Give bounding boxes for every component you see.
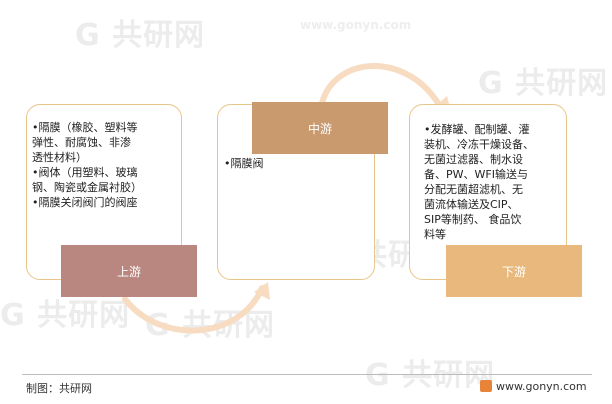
midstream-label: 中游: [252, 102, 388, 154]
upstream-item: 钢、陶瓷或金属衬胶）: [32, 181, 142, 194]
downstream-item: 分配无菌超滤机、无: [424, 183, 523, 196]
upstream-text: •隔膜（橡胶、塑料等 弹性、耐腐蚀、非渗 透性材料） •阀体（用塑料、玻璃 钢、…: [32, 120, 182, 210]
watermark-logo-left: G 共研网: [0, 298, 131, 333]
arrow-up-to-mid-head: [254, 282, 270, 300]
downstream-item: 备、PW、WFI输送与: [424, 168, 528, 181]
footer-divider: [22, 374, 592, 375]
watermark-logo-right: G 共研网: [478, 66, 609, 101]
watermark-url-top: www.gonyn.com: [300, 18, 412, 32]
midstream-item: •隔膜阀: [224, 157, 264, 170]
upstream-item: •阀体（用塑料、玻璃: [32, 166, 138, 179]
footer-source: 制图：共研网: [26, 382, 92, 395]
downstream-label: 下游: [446, 245, 582, 297]
downstream-item: •发酵罐、配制罐、灌: [424, 123, 530, 136]
upstream-item: •隔膜关闭阀门的阀座: [32, 196, 138, 209]
downstream-item: 装机、冷冻干燥设备、: [424, 138, 534, 151]
downstream-item: 菌流体输送及CIP、: [424, 198, 519, 211]
downstream-item: 无菌过滤器、制水设: [424, 153, 523, 166]
watermark-logo-top: G 共研网: [75, 18, 206, 53]
midstream-text: •隔膜阀: [224, 156, 364, 171]
arrow-up-to-mid: [122, 285, 265, 334]
watermark-logo-bottom-right: G 共研网: [365, 358, 496, 393]
downstream-text: •发酵罐、配制罐、灌 装机、冷冻干燥设备、 无菌过滤器、制水设 备、PW、WFI…: [424, 122, 569, 242]
downstream-item: SIP等制药、 食品饮: [424, 213, 522, 226]
upstream-item: 弹性、耐腐蚀、非渗: [32, 136, 131, 149]
arrow-mid-to-down: [319, 63, 445, 113]
footer-logo-icon: [480, 380, 492, 392]
footer-url: www.gonyn.com: [496, 380, 587, 393]
upstream-item: •隔膜（橡胶、塑料等: [32, 121, 138, 134]
downstream-item: 料等: [424, 228, 446, 241]
upstream-label: 上游: [61, 245, 197, 297]
upstream-item: 透性材料）: [32, 151, 87, 164]
